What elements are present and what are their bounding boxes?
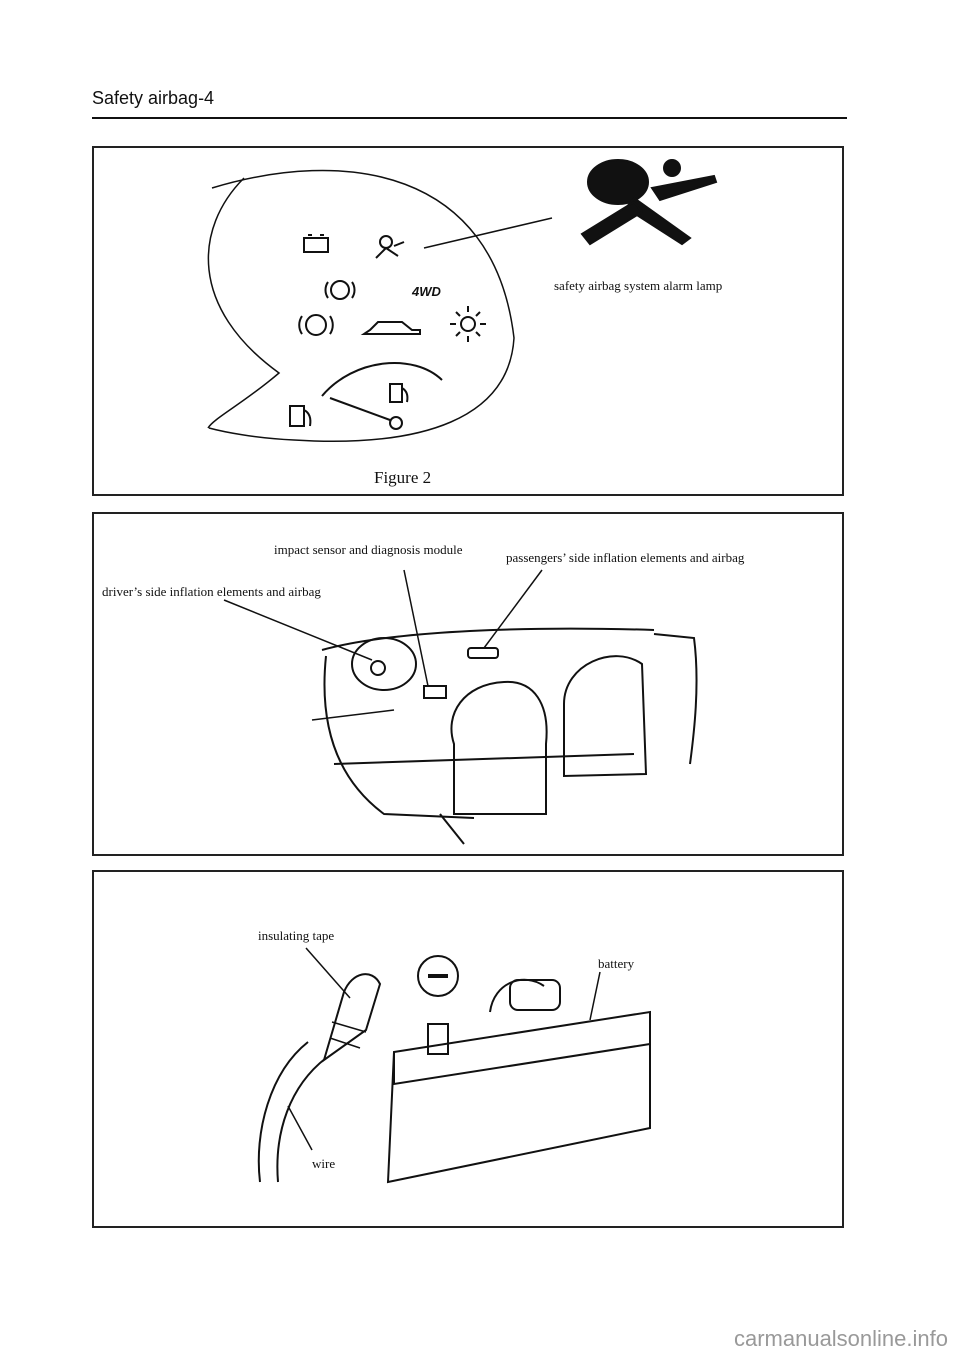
light-indicator-icon: [450, 306, 486, 342]
cable-handle: [489, 978, 545, 1013]
instrument-cluster-drawing: 4WD: [207, 159, 718, 442]
front-seat: [450, 680, 548, 815]
rear-pillar: [653, 633, 698, 765]
figure-instrument-cluster: 4WD safety airbag system alarm lamp Figu…: [92, 146, 844, 496]
sensor-leader-line: [403, 569, 429, 687]
watermark-text: carmanualsonline.info: [733, 1326, 948, 1351]
tape-band: [329, 1021, 367, 1049]
rear-seat: [563, 655, 648, 778]
negative-terminal-symbol: [417, 955, 459, 997]
vehicle-interior-drawing: [223, 569, 698, 845]
driver-leader-line: [223, 599, 373, 661]
airbag-warning-icon: [375, 235, 405, 259]
door-sill: [311, 709, 395, 721]
dashboard-outline: [321, 627, 655, 651]
figure-vehicle-interior: impact sensor and diagnosis module passe…: [92, 512, 844, 856]
passenger-airbag-module: [467, 647, 499, 659]
car-door-icon: [360, 321, 421, 335]
positive-terminal-cover: [509, 979, 561, 1011]
pillar-line: [439, 813, 465, 845]
battery-leader-line: [589, 971, 601, 1021]
figure-battery-disconnect: insulating tape battery wire: [92, 870, 844, 1228]
passenger-leader-line: [483, 569, 543, 649]
label-battery: battery: [598, 956, 635, 971]
floor-outline: [323, 655, 475, 819]
label-airbag-alarm-lamp: safety airbag system alarm lamp: [554, 278, 723, 293]
label-driver-airbag: driver’s side inflation elements and air…: [102, 584, 321, 599]
wire-leader-line: [287, 1105, 313, 1151]
battery-warning-icon: [303, 234, 329, 253]
tape-leader-line: [305, 947, 351, 999]
figure-caption: Figure 2: [374, 468, 432, 487]
label-passenger-airbag: passengers’ side inflation elements and …: [506, 550, 745, 565]
insulating-tape-wrap: [322, 973, 382, 1063]
wire-cable-2: [276, 1057, 327, 1183]
label-insulating-tape: insulating tape: [258, 928, 335, 943]
battery-drawing: [257, 947, 651, 1184]
fuel-pump-icon: [289, 405, 312, 427]
fuel-pump-icon-2: [389, 383, 409, 403]
battery-case: [386, 1010, 651, 1184]
lamp-leader-line: [423, 217, 553, 249]
driver-airbag-module: [370, 660, 386, 676]
header-rule: [92, 117, 847, 119]
abs-warning-icon: [298, 314, 334, 336]
impact-sensor-module: [423, 685, 447, 699]
airbag-lamp-symbol: [580, 159, 718, 246]
wire-cable: [257, 1041, 309, 1183]
battery-terminal-post: [427, 1023, 449, 1055]
steering-wheel: [351, 637, 417, 691]
brake-warning-icon: [324, 280, 356, 300]
4wd-indicator-icon: 4WD: [411, 284, 442, 299]
label-impact-sensor: impact sensor and diagnosis module: [274, 542, 463, 557]
label-wire: wire: [312, 1156, 336, 1171]
floor-line: [333, 753, 635, 765]
battery-lid: [393, 1043, 651, 1086]
page-header-title: Safety airbag-4: [92, 88, 215, 108]
fuel-gauge: [321, 362, 443, 430]
